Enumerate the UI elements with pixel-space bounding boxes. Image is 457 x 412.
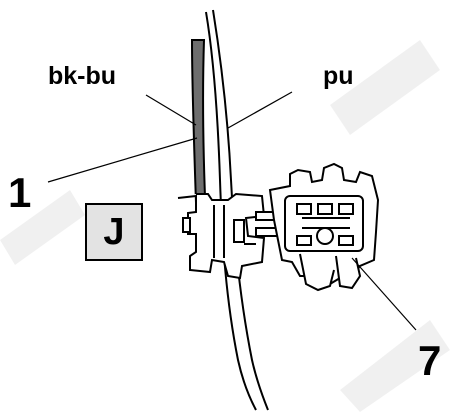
wire-label-bk-bu: bk-bu [48, 62, 117, 90]
watermark [0, 40, 450, 412]
callout-7: 7 [418, 337, 442, 384]
leader-lines [47, 91, 417, 331]
callout-1: 1 [8, 169, 32, 216]
wire-label-pu: pu [323, 62, 354, 90]
view-label-j: J [85, 203, 143, 261]
connector-7 [268, 162, 380, 292]
wire-clip [177, 192, 266, 280]
